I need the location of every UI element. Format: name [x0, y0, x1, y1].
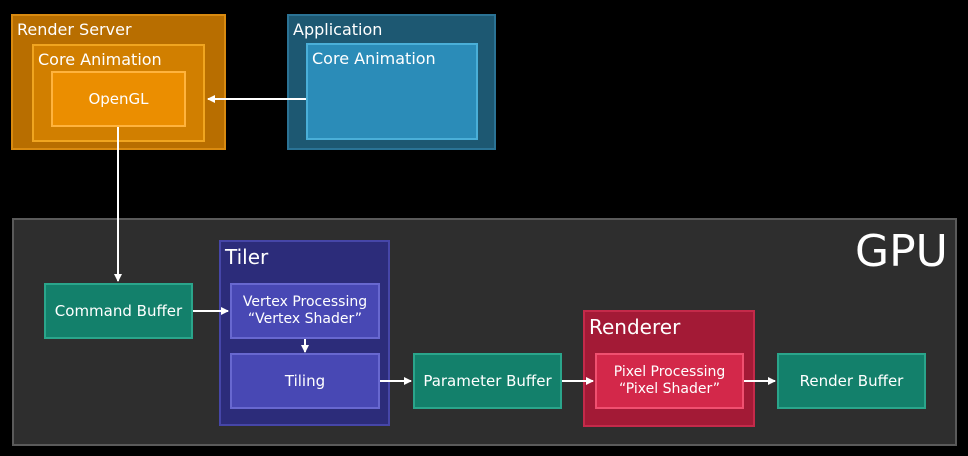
renderer-title: Renderer [589, 315, 681, 339]
pixel-shader-label: “Pixel Shader” [618, 381, 721, 397]
parameter-buffer-label: Parameter Buffer [423, 372, 552, 390]
tiler-title: Tiler [225, 245, 269, 269]
application-core-animation-label: Core Animation [312, 49, 436, 68]
vertex-processing-box: Vertex Processing “Vertex Shader” [230, 283, 380, 339]
pixel-processing-box: Pixel Processing “Pixel Shader” [595, 353, 744, 409]
tiling-label: Tiling [284, 372, 326, 390]
application-title: Application [293, 20, 383, 39]
opengl-label: OpenGL [88, 90, 149, 108]
render-server-core-animation-label: Core Animation [38, 50, 162, 69]
opengl-box: OpenGL [51, 71, 186, 127]
gpu-title: GPU [855, 226, 948, 277]
render-server-title: Render Server [17, 20, 132, 39]
command-buffer-label: Command Buffer [54, 302, 183, 320]
render-buffer-label: Render Buffer [799, 372, 904, 390]
render-buffer-box: Render Buffer [777, 353, 926, 409]
parameter-buffer-box: Parameter Buffer [413, 353, 562, 409]
vertex-shader-label: “Vertex Shader” [247, 311, 363, 327]
pixel-processing-label: Pixel Processing [613, 364, 726, 381]
tiling-box: Tiling [230, 353, 380, 409]
application-core-animation-box: Core Animation [306, 43, 478, 140]
vertex-processing-label: Vertex Processing [242, 294, 368, 311]
command-buffer-box: Command Buffer [44, 283, 193, 339]
